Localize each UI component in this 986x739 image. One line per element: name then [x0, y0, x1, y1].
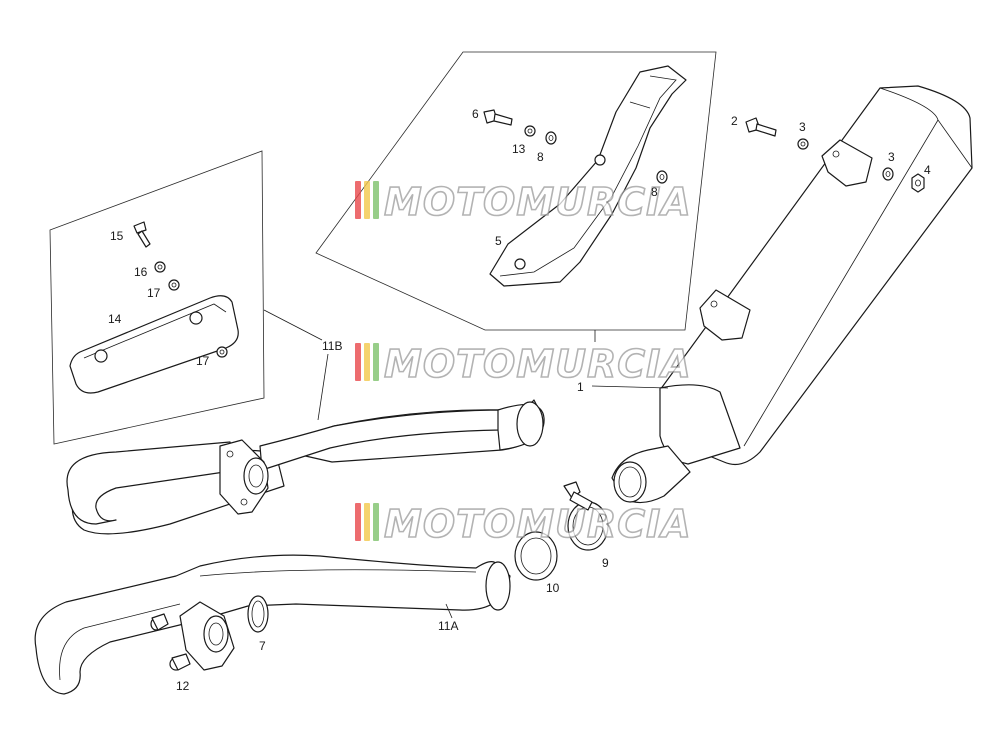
washer-3-right [882, 167, 894, 181]
watermark-stripe-red [355, 181, 361, 219]
callout-4: 4 [924, 163, 931, 177]
callout-3-left: 3 [799, 120, 806, 134]
heat-shield-lower [69, 295, 239, 394]
bolt-2 [745, 117, 777, 137]
watermark-stripe-green [373, 503, 379, 541]
ring-10 [514, 531, 558, 581]
silencer [611, 85, 973, 504]
callout-1: 1 [577, 380, 584, 394]
gasket-7 [247, 595, 269, 633]
callout-17-upper: 17 [147, 286, 161, 300]
watermark-logo-3: MOTOMURCIA [355, 501, 692, 547]
callout-10: 10 [546, 581, 560, 595]
callout-11a: 11A [438, 619, 458, 633]
watermark-stripe-green [373, 181, 379, 219]
callout-8-upper: 8 [537, 150, 544, 164]
spacer-8-lower [656, 170, 668, 184]
watermark-logo-2: MOTOMURCIA [355, 341, 692, 387]
callout-7: 7 [259, 639, 266, 653]
callout-17-lower: 17 [196, 354, 210, 368]
callout-5: 5 [495, 234, 502, 248]
callout-6: 6 [472, 107, 479, 121]
watermark-text-3: MOTOMURCIA [384, 502, 692, 546]
callout-12: 12 [176, 679, 190, 693]
screw-15 [133, 221, 151, 248]
nut-4 [911, 173, 925, 193]
spacer-17-lower [216, 346, 228, 358]
callout-14: 14 [108, 312, 122, 326]
spacer-17-upper [168, 279, 180, 291]
callout-11b: 11B [322, 339, 342, 353]
washer-16 [154, 261, 166, 273]
callout-2: 2 [731, 114, 738, 128]
watermark-text-1: MOTOMURCIA [384, 180, 692, 224]
clamp-9 [563, 481, 609, 551]
watermark-text-2: MOTOMURCIA [384, 342, 692, 386]
watermark-stripe-yellow [364, 181, 370, 219]
callout-3-right: 3 [888, 150, 895, 164]
leader-line-11b [317, 353, 329, 421]
callout-8-lower: 8 [651, 185, 658, 199]
washer-13 [524, 125, 536, 137]
watermark-stripe-yellow [364, 503, 370, 541]
watermark-logo-1: MOTOMURCIA [355, 179, 692, 225]
watermark-stripe-yellow [364, 343, 370, 381]
detail-box-heat-shield [315, 51, 717, 331]
watermark-stripe-red [355, 503, 361, 541]
callout-16: 16 [134, 265, 148, 279]
callout-9: 9 [602, 556, 609, 570]
callout-15: 15 [110, 229, 124, 243]
watermark-stripe-green [373, 343, 379, 381]
detail-box-lower-shield [49, 150, 265, 445]
leader-line-1 [591, 385, 669, 389]
watermark-stripe-red [355, 343, 361, 381]
washer-3-left [797, 138, 809, 150]
leader-line-detail-box-lower-shield [263, 309, 323, 341]
header-pipe-11b [66, 399, 545, 535]
leader-line-11a [445, 603, 453, 619]
bolt-6 [483, 109, 513, 126]
heat-shield-upper [489, 65, 687, 287]
spacer-8-upper [545, 131, 557, 145]
callout-13: 13 [512, 142, 526, 156]
header-pipe-11a [34, 554, 511, 695]
